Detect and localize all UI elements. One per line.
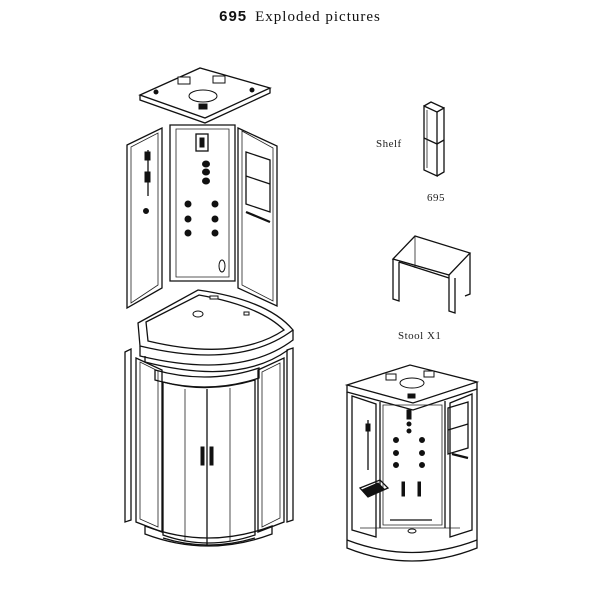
stool-accessory: [391, 235, 472, 314]
shelf-label: Shelf: [376, 138, 402, 150]
roof-panel: [138, 67, 272, 124]
assembled-shower-cabin: [344, 364, 480, 562]
stool-label: Stool X1: [398, 330, 442, 342]
diagram-title: 695 Exploded pictures: [0, 8, 600, 26]
shelf-model-label: 695: [427, 192, 445, 204]
back-panel: [169, 124, 236, 282]
shelf-accessory: [423, 101, 445, 178]
left-side-panel: [126, 126, 163, 310]
front-doors: [124, 347, 294, 547]
model-number: 695: [219, 8, 248, 25]
shower-tray: [137, 289, 294, 373]
title-text: Exploded pictures: [255, 9, 381, 25]
right-side-panel: [237, 126, 278, 308]
